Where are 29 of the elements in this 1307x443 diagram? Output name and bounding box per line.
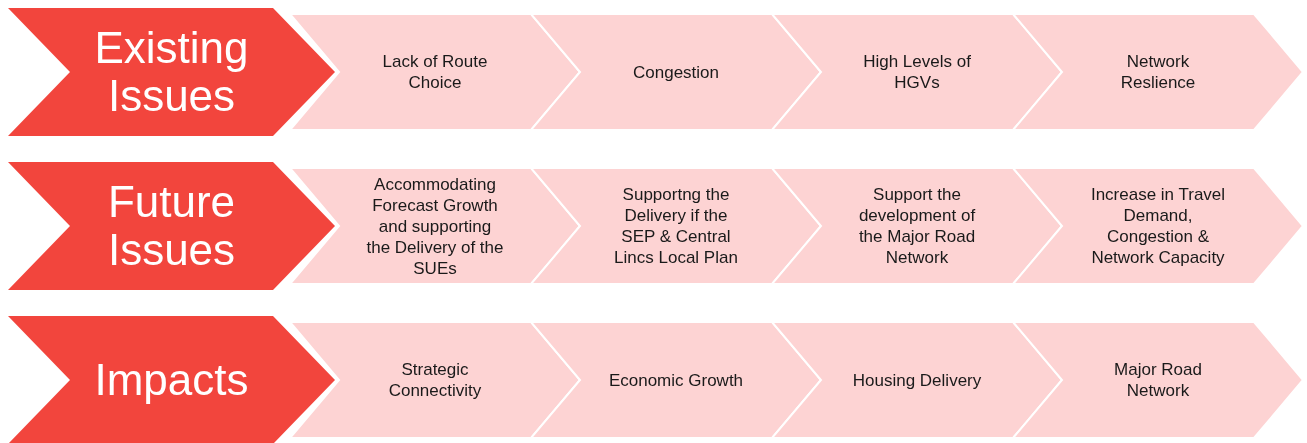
row-heading-panel: [8, 8, 335, 136]
row-heading-panel: [8, 162, 335, 290]
step-label: Housing Delivery: [851, 369, 983, 391]
process-step: [531, 168, 821, 284]
process-step: [772, 168, 1062, 284]
row-heading: Future Issues: [106, 178, 237, 274]
process-step: [772, 322, 1062, 438]
process-step: [772, 14, 1062, 130]
step-label: Strategic Connectivity: [387, 359, 483, 401]
row-heading-panel: [8, 316, 335, 443]
process-step: [290, 322, 580, 438]
row-heading: Existing Issues: [93, 24, 250, 120]
process-step: [1013, 322, 1303, 438]
step-label: Network Reslience: [1119, 51, 1197, 93]
process-step: [531, 322, 821, 438]
step-label: Major Road Network: [1113, 359, 1203, 401]
step-label: Supportng the Delivery if the SEP & Central Lincs Local Plan: [613, 184, 739, 268]
step-label: Support the development of the Major Road Network: [857, 184, 977, 268]
step-label: Accommodating Forecast Growth and supporting the Delivery of the SUEs: [365, 173, 505, 279]
process-step: [531, 14, 821, 130]
step-label: Lack of Route Choice: [381, 51, 489, 93]
step-label: Economic Growth: [607, 369, 745, 391]
step-label: Increase in Travel Demand, Congestion & Network Capacity: [1089, 184, 1227, 268]
step-label: High Levels of HGVs: [862, 51, 972, 93]
step-label: Congestion: [632, 61, 720, 83]
process-step: [1013, 168, 1303, 284]
process-step: [1013, 14, 1303, 130]
row-heading: Impacts: [93, 356, 250, 404]
process-step: [290, 14, 580, 130]
